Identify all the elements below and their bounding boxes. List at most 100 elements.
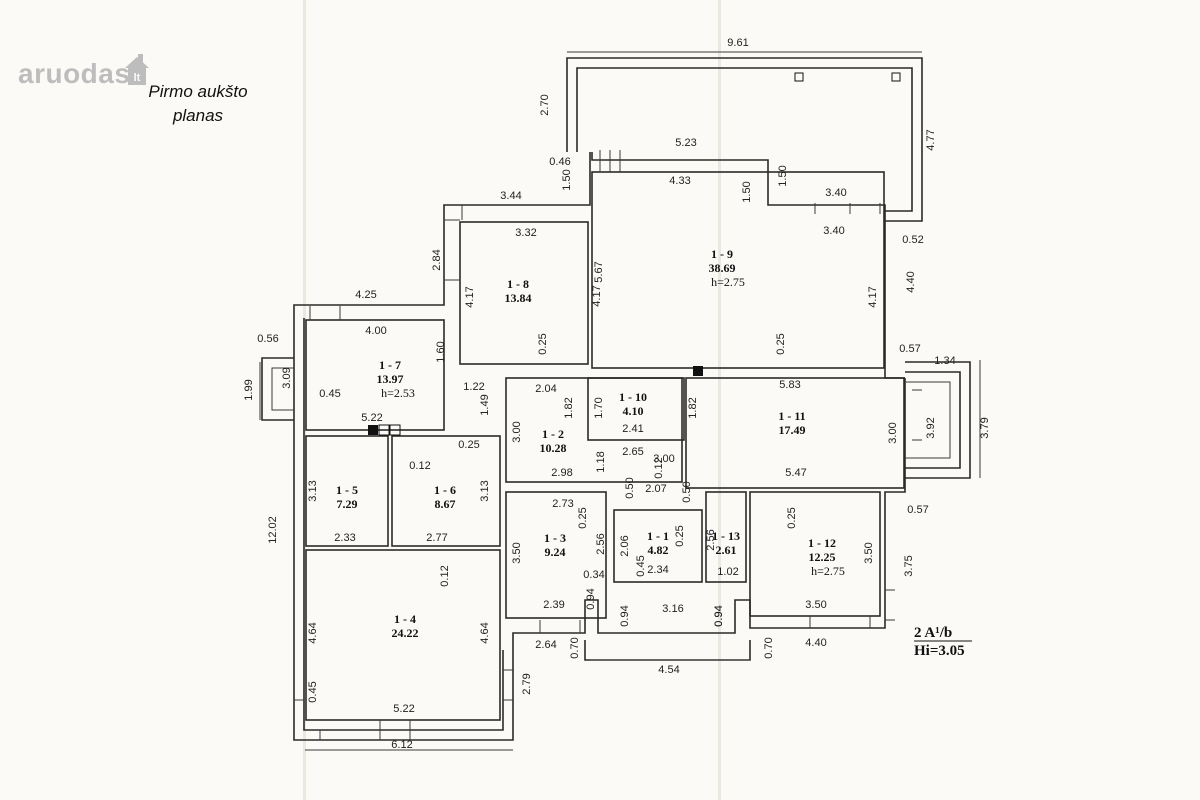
room-1-7: 1 - 7 13.97 h=2.53 <box>377 358 415 400</box>
dimension-label: 0.94 <box>585 588 597 609</box>
room-wall <box>685 377 905 489</box>
dimension-label: 0.12 <box>653 457 665 478</box>
dimension-label: 6.12 <box>391 739 412 751</box>
room-1-12: 1 - 12 12.25 h=2.75 <box>808 536 845 578</box>
dimension-label: 1.99 <box>243 379 255 400</box>
stamp-line-2: Hi=3.05 <box>914 643 965 659</box>
dimension-label: 2.84 <box>431 249 443 270</box>
dimension-label: 9.61 <box>727 37 748 49</box>
exterior-wall <box>303 318 504 731</box>
dimension-label: 0.50 <box>681 481 693 502</box>
room-number: 1 - 5 <box>336 483 358 497</box>
room-wall <box>391 435 501 547</box>
caption-line-1: Pirmo aukšto <box>148 82 248 101</box>
room-number: 1 - 6 <box>434 483 456 497</box>
walls <box>259 51 981 751</box>
dimension-label: 0.25 <box>537 333 549 354</box>
caption-line-2: planas <box>172 106 224 125</box>
dimension-label: 3.44 <box>500 190 521 202</box>
room-area: 9.24 <box>545 545 566 559</box>
room-area: 7.29 <box>337 497 358 511</box>
dimension-label: 2.56 <box>705 529 717 550</box>
room-1-6: 1 - 6 8.67 <box>434 483 456 511</box>
dimension-label: 0.34 <box>583 569 604 581</box>
dimension-label: 0.25 <box>786 507 798 528</box>
dimension-label: 4.17 <box>591 285 603 306</box>
terrace-wall <box>566 57 923 222</box>
dimension-label: 0.56 <box>257 333 278 345</box>
dimension-label: 0.70 <box>569 637 581 658</box>
room-number: 1 - 10 <box>619 390 647 404</box>
room-1-4: 1 - 4 24.22 <box>392 612 419 640</box>
room-area: 4.10 <box>623 404 644 418</box>
room-number: 1 - 4 <box>394 612 416 626</box>
room-area: 8.67 <box>435 497 456 511</box>
dimension-label: 3.75 <box>903 555 915 576</box>
dimension-label: 2.98 <box>551 467 572 479</box>
dimension-label: 3.32 <box>515 227 536 239</box>
room-1-8: 1 - 8 13.84 <box>505 277 532 305</box>
shaft-marker <box>368 425 378 435</box>
logo-text: aruodas <box>18 58 131 89</box>
dimension-label: 12.02 <box>267 516 279 544</box>
room-area: 4.82 <box>648 543 669 557</box>
dimension-label: 1.34 <box>934 355 955 367</box>
dimension-label: 3.50 <box>805 599 826 611</box>
dimension-lines <box>259 51 981 751</box>
dimension-label: 4.77 <box>925 129 937 150</box>
room-1-2: 1 - 2 10.28 <box>540 427 567 455</box>
dimension-label: 4.17 <box>867 286 879 307</box>
bay-wall <box>905 381 951 459</box>
dimension-label: 3.40 <box>825 187 846 199</box>
entrance-wall <box>584 640 751 661</box>
room-1-3: 1 - 3 9.24 <box>544 531 566 559</box>
dimension-label: 0.25 <box>577 507 589 528</box>
room-1-13: 1 - 13 2.61 <box>712 529 740 557</box>
dimension-label: 0.94 <box>713 605 725 626</box>
room-area: 13.84 <box>505 291 532 305</box>
dimension-label: 0.12 <box>439 565 451 586</box>
dimension-label: 0.45 <box>319 388 340 400</box>
room-wall <box>459 221 589 365</box>
exterior-wall <box>293 152 906 741</box>
dimension-label: 4.54 <box>658 664 679 676</box>
dimension-labels: 9.61 2.70 4.77 5.23 0.46 1.50 4.33 1.50 … <box>243 37 991 751</box>
dimension-label: 3.50 <box>863 542 875 563</box>
dimension-label: 1.70 <box>593 397 605 418</box>
dimension-label: 3.50 <box>511 542 523 563</box>
dimension-label: 0.45 <box>307 681 319 702</box>
dimension-label: 3.16 <box>662 603 683 615</box>
dimension-label: 4.64 <box>307 622 319 643</box>
shaft-marker <box>389 424 401 436</box>
room-wall <box>591 171 885 369</box>
room-1-9: 1 - 9 38.69 h=2.75 <box>709 247 745 289</box>
room-area: 38.69 <box>709 261 736 275</box>
dimension-label: 3.13 <box>479 480 491 501</box>
plan-caption: Pirmo aukšto planas <box>118 80 278 128</box>
dimension-label: 4.33 <box>669 175 690 187</box>
dimension-label: 0.52 <box>902 234 923 246</box>
room-wall <box>305 435 389 547</box>
dimension-label: 0.70 <box>763 637 775 658</box>
dimension-label: 2.06 <box>619 535 631 556</box>
room-wall <box>749 491 881 617</box>
room-number: 1 - 9 <box>711 247 733 261</box>
dimension-label: 2.34 <box>647 564 668 576</box>
dimension-label: 1.60 <box>435 341 447 362</box>
dimension-label: 0.25 <box>458 439 479 451</box>
room-1-10: 1 - 10 4.10 <box>619 390 647 418</box>
room-number: 1 - 13 <box>712 529 740 543</box>
room-number: 1 - 8 <box>507 277 529 291</box>
dimension-label: 2.41 <box>622 423 643 435</box>
room-wall <box>505 491 607 619</box>
dimension-label: 2.70 <box>539 94 551 115</box>
dimension-label: 1.50 <box>777 165 789 186</box>
dimension-label: 2.77 <box>426 532 447 544</box>
room-area: 24.22 <box>392 626 419 640</box>
dimension-label: 5.22 <box>393 703 414 715</box>
dimension-label: 2.39 <box>543 599 564 611</box>
house-icon: lt <box>125 54 150 85</box>
dimension-label: 0.94 <box>713 605 725 626</box>
